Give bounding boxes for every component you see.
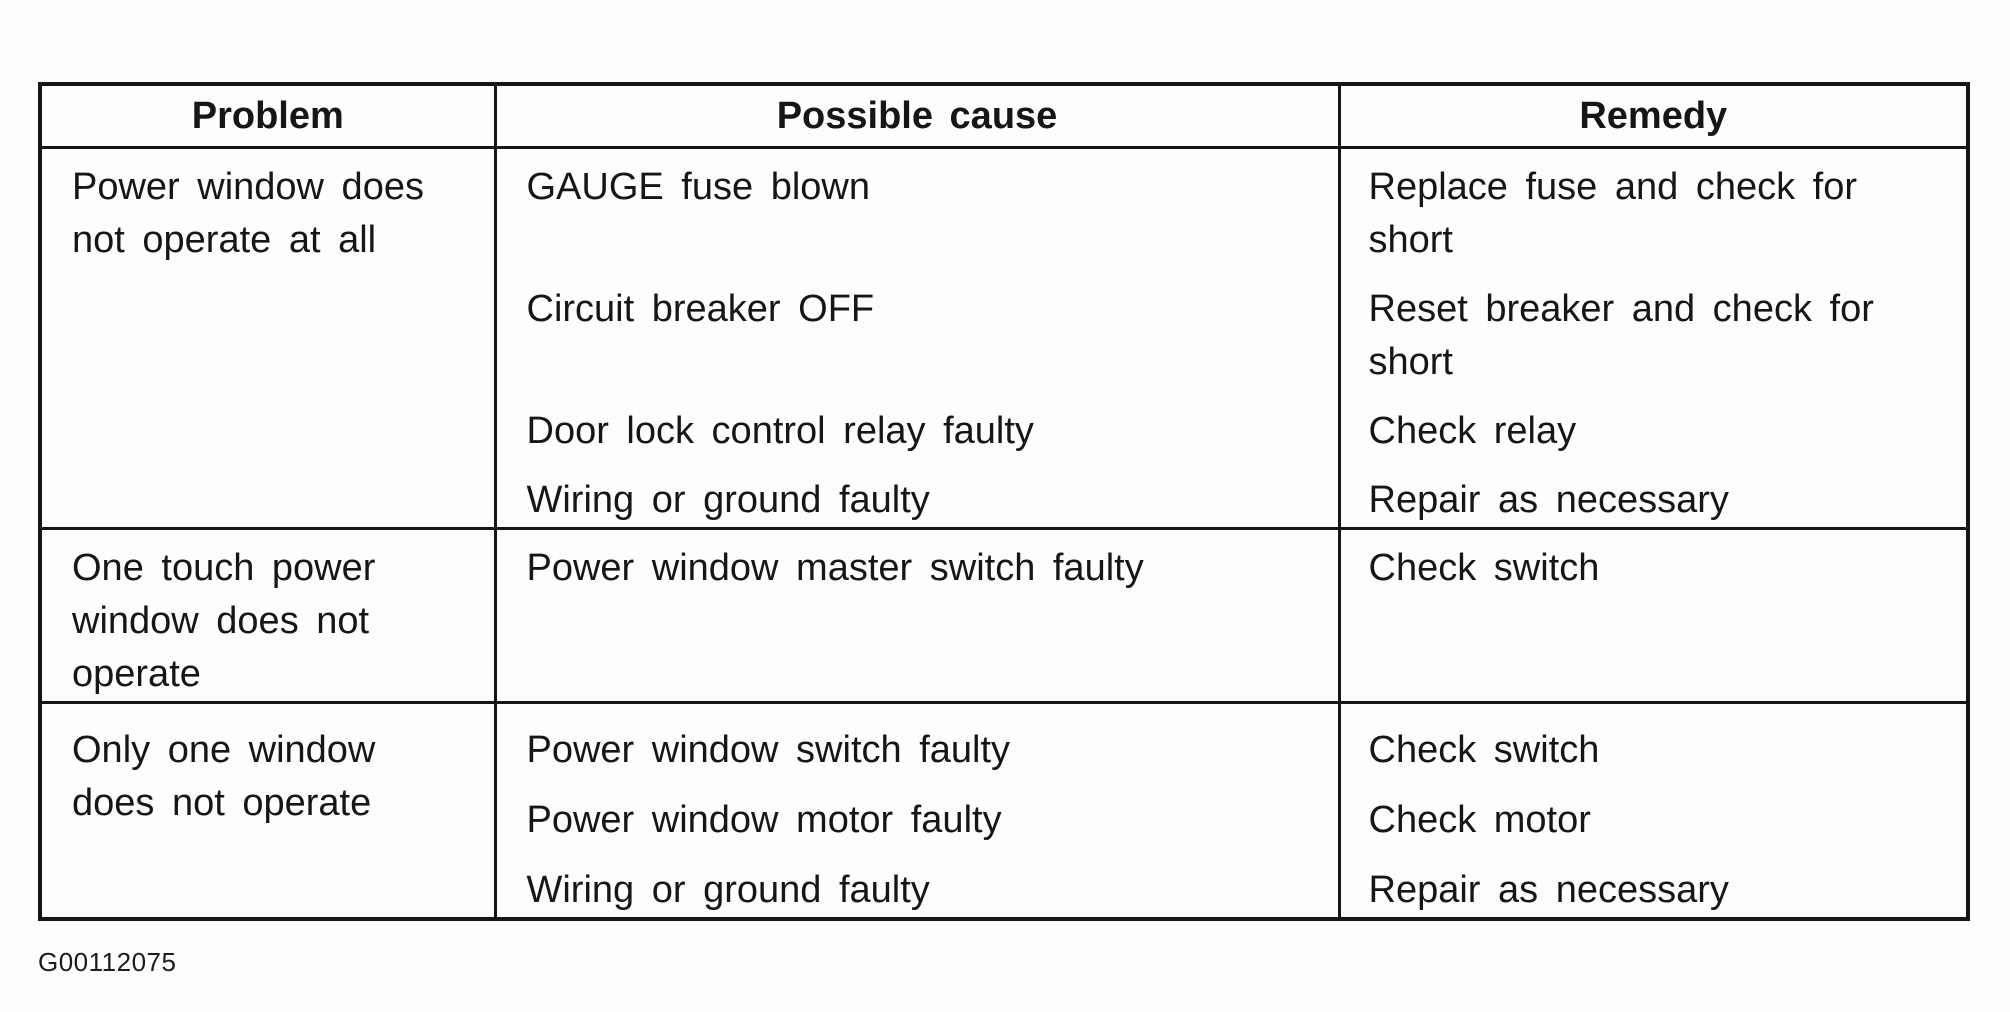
problem-cell: One touch power window does not operate <box>38 527 497 704</box>
cause-text: Power window master switch faulty <box>526 547 1144 589</box>
cause-cell: GAUGE fuse blown Circuit breaker OFF Doo… <box>493 146 1341 530</box>
problem-text: One touch power window does not operate <box>72 547 376 695</box>
cause-text: Power window switch faulty <box>526 729 1011 771</box>
cause-text: Power window motor faulty <box>526 799 1002 841</box>
remedy-text: Check relay <box>1368 410 1577 452</box>
problem-text: Only one window does not operate <box>72 729 376 824</box>
remedy-cell: Replace fuse and check for short Reset b… <box>1337 146 1970 530</box>
remedy-text: Replace fuse and check for short <box>1368 166 1858 261</box>
cause-text: Wiring or ground faulty <box>526 479 930 521</box>
table-row-only-one-window-not-operate: Only one window does not operate Power w… <box>38 701 1970 921</box>
remedy-text: Check switch <box>1368 729 1600 771</box>
table-row-one-touch-not-operate: One touch power window does not operate … <box>38 527 1970 704</box>
scanned-manual-page: Problem Possible cause Remedy Power wind… <box>38 82 1970 978</box>
remedy-cell: Check switch Check motor Repair as neces… <box>1337 701 1970 921</box>
problem-cell: Only one window does not operate <box>38 701 497 921</box>
troubleshooting-table: Problem Possible cause Remedy Power wind… <box>38 82 1970 921</box>
remedy-text: Check motor <box>1368 799 1591 841</box>
problem-text: Power window does not operate at all <box>72 166 424 261</box>
remedy-text: Check switch <box>1368 547 1600 589</box>
remedy-text: Repair as necessary <box>1368 479 1729 521</box>
column-header-remedy: Remedy <box>1337 82 1970 149</box>
remedy-text: Reset breaker and check for short <box>1368 288 1874 383</box>
cause-cell: Power window switch faulty Power window … <box>493 701 1341 921</box>
table-row-power-window-not-operate: Power window does not operate at all GAU… <box>38 146 1970 530</box>
cause-text: Door lock control relay faulty <box>526 410 1034 452</box>
table-header-row: Problem Possible cause Remedy <box>38 82 1970 149</box>
problem-cell: Power window does not operate at all <box>38 146 497 530</box>
cause-text: Wiring or ground faulty <box>526 869 930 911</box>
cause-text: Circuit breaker OFF <box>526 288 875 330</box>
figure-code-label: G00112075 <box>38 947 177 977</box>
cause-cell: Power window master switch faulty <box>493 527 1341 704</box>
remedy-cell: Check switch <box>1337 527 1970 704</box>
remedy-text: Repair as necessary <box>1368 869 1729 911</box>
column-header-possible-cause: Possible cause <box>493 82 1341 149</box>
cause-text: GAUGE fuse blown <box>526 166 870 208</box>
column-header-problem: Problem <box>38 82 497 149</box>
